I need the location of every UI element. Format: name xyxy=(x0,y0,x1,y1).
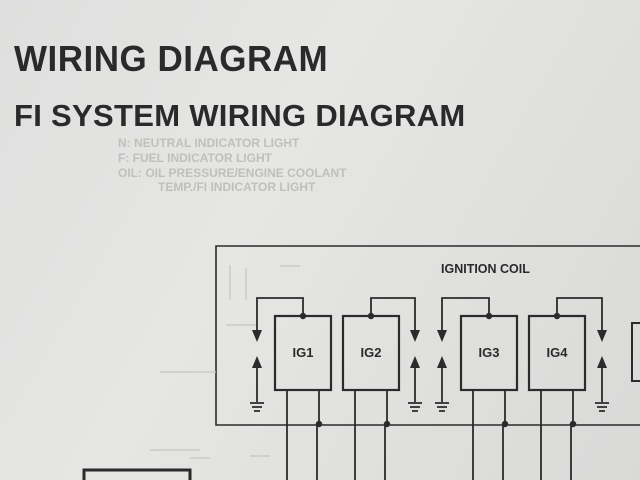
faint-legend-line-4: TEMP./FI INDICATOR LIGHT xyxy=(158,180,316,194)
junction-dot xyxy=(299,312,307,320)
faint-legend-line-2: F: FUEL INDICATOR LIGHT xyxy=(118,151,272,165)
ground-symbol xyxy=(408,402,422,412)
coil-label-1: IG1 xyxy=(293,345,314,360)
spark-gap-lower-arrow xyxy=(437,356,447,368)
junction-dot xyxy=(367,312,375,320)
ground-symbol xyxy=(595,402,609,412)
spark-gap-upper-arrow xyxy=(252,330,262,342)
section-title: FI SYSTEM WIRING DIAGRAM xyxy=(14,98,466,133)
junction-dot xyxy=(485,312,493,320)
spark-gap-lower-arrow xyxy=(252,356,262,368)
coil-label-2: IG2 xyxy=(361,345,382,360)
junction-dot xyxy=(553,312,561,320)
coil-label-4: IG4 xyxy=(547,345,569,360)
hv-lead xyxy=(256,297,304,330)
hv-lead xyxy=(441,297,490,330)
adjacent-component-edge xyxy=(631,322,640,382)
spark-gap-upper-arrow xyxy=(410,330,420,342)
spark-gap-lower-arrow xyxy=(597,356,607,368)
page-title: WIRING DIAGRAM xyxy=(14,39,329,80)
coil-label-3: IG3 xyxy=(479,345,500,360)
spark-gap-upper-arrow xyxy=(597,330,607,342)
hv-lead xyxy=(556,297,603,330)
ground-symbol xyxy=(250,402,264,412)
faint-legend-line-3: OIL: OIL PRESSURE/ENGINE COOLANT xyxy=(118,166,347,180)
ground-symbol xyxy=(435,402,449,412)
diagram-frame xyxy=(215,245,640,426)
spark-gap-upper-arrow xyxy=(437,330,447,342)
lower-box-edge xyxy=(82,468,192,480)
faint-legend-line-1: N: NEUTRAL INDICATOR LIGHT xyxy=(118,136,300,150)
spark-gap-lower-arrow xyxy=(410,356,420,368)
ignition-coil-label: IGNITION COIL xyxy=(441,262,530,276)
hv-lead xyxy=(370,297,416,330)
